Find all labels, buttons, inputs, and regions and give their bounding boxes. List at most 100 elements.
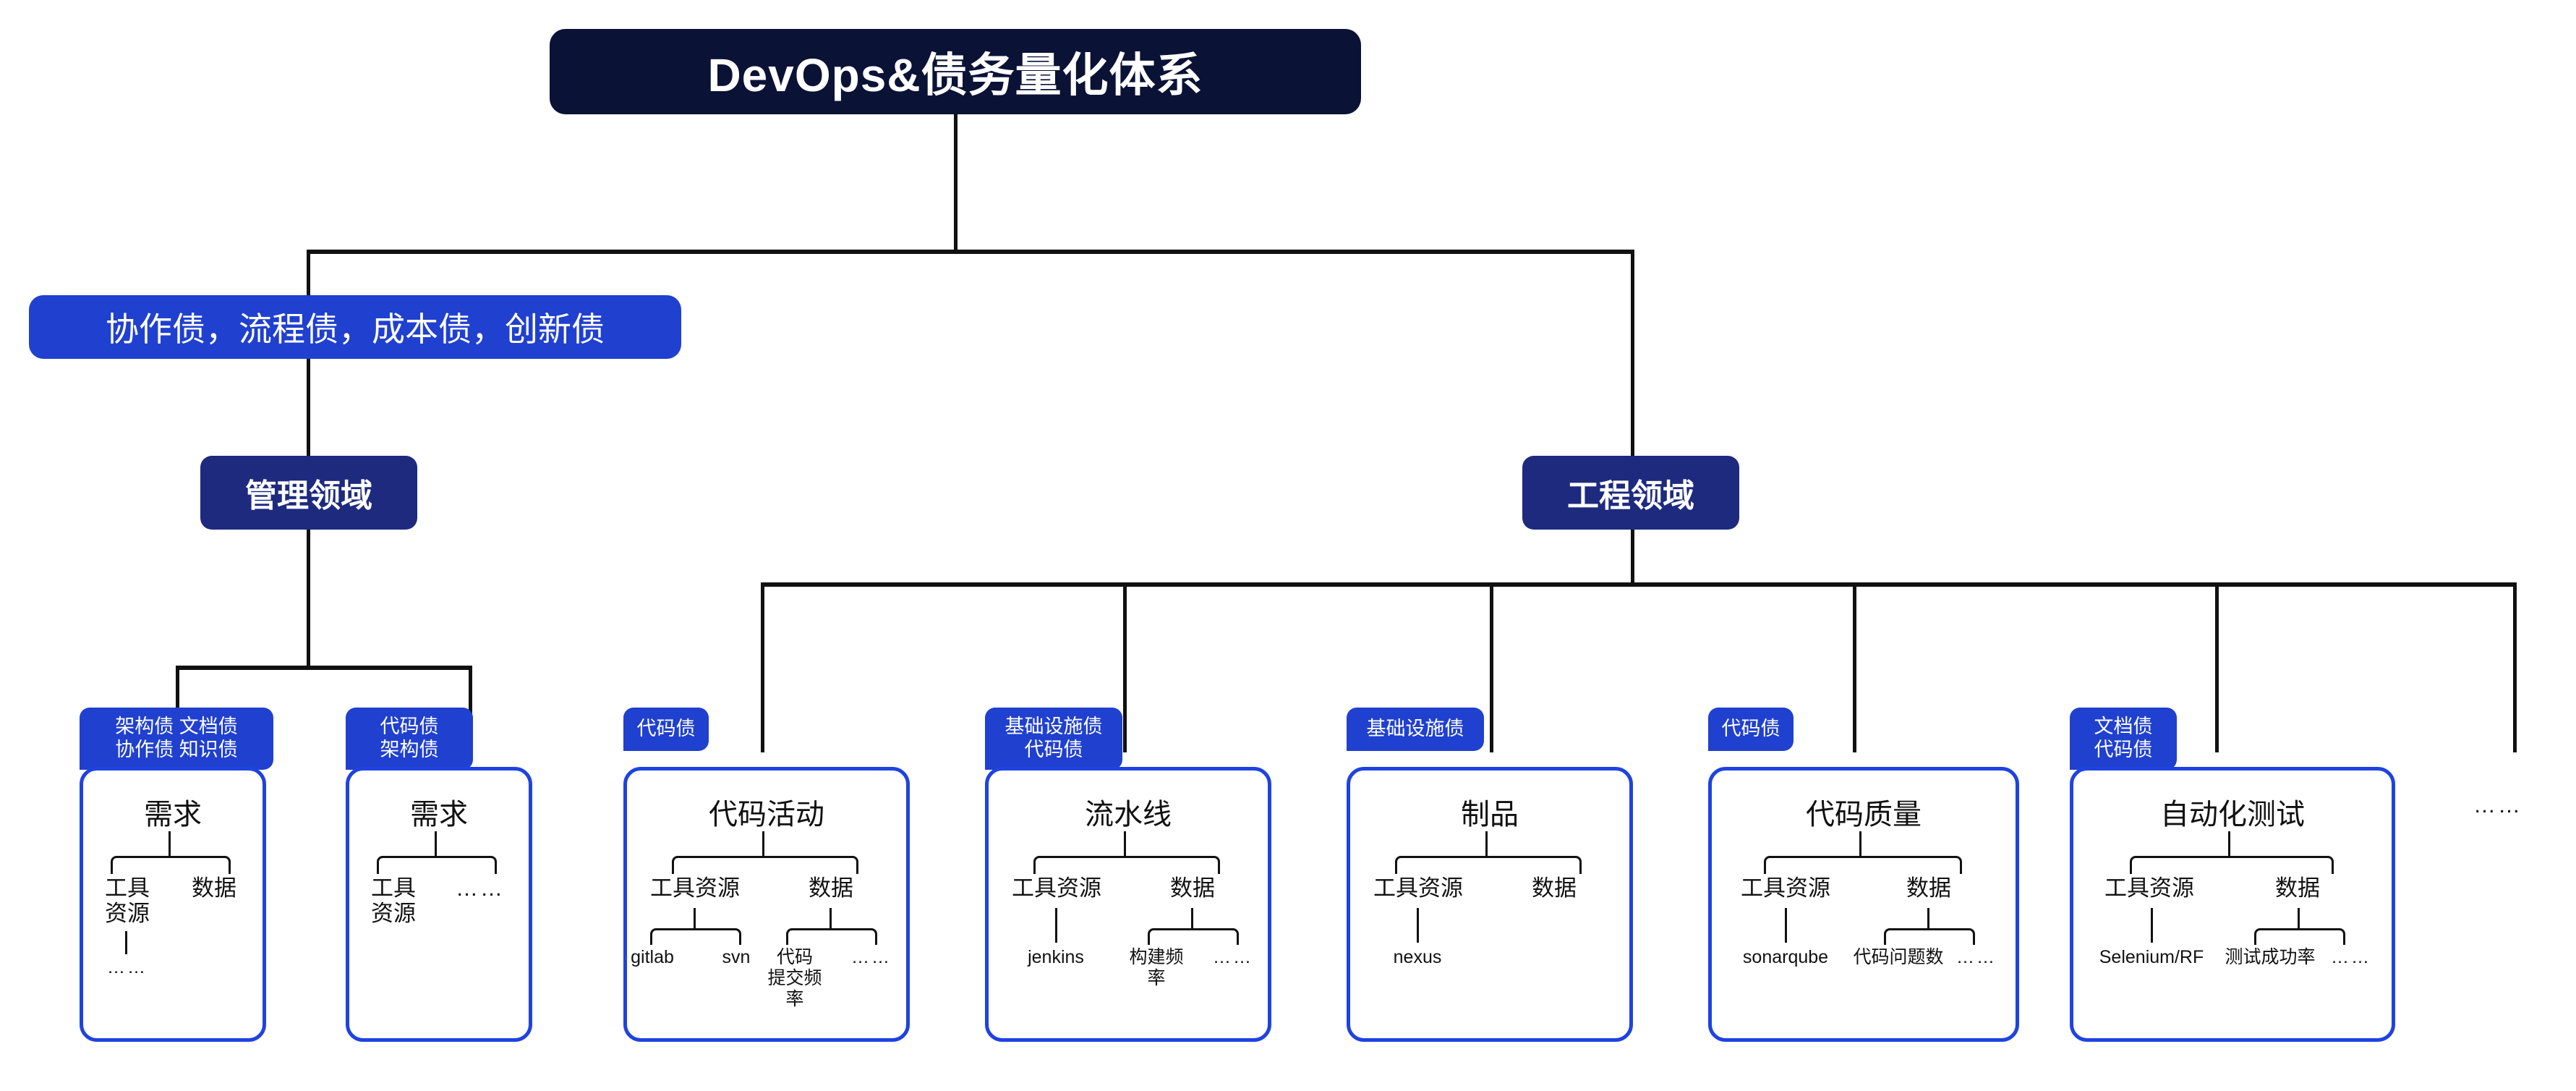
leaf-tool-1: gitlab xyxy=(631,947,674,967)
connector-stem xyxy=(169,831,171,857)
connector-stem xyxy=(1124,831,1126,857)
domain-label-engineering: 工程领域 xyxy=(1567,478,1694,514)
connector-bracket xyxy=(377,856,497,874)
leaf-tools-overflow: …… xyxy=(107,957,148,977)
branch-label-data: 数据 xyxy=(809,875,853,901)
domain-label-management: 管理领域 xyxy=(245,478,372,514)
leaf-tool-1: jenkins xyxy=(1028,947,1084,967)
branch-label-tools: 工具资源 xyxy=(2104,875,2194,901)
leaf-data-overflow: …… xyxy=(851,947,892,967)
branch-label-data: 数据 xyxy=(1906,875,1951,901)
branch-label-tools: 工具资源 xyxy=(1741,875,1830,901)
card-title-automation-test: 自动化测试 xyxy=(2160,799,2305,831)
engineering-branch-line xyxy=(1631,250,1634,586)
leaf-data-overflow: …… xyxy=(1956,947,1997,967)
engineering-drop-5 xyxy=(2215,582,2219,752)
card-tag-requirement-mgmt: 架构债 文档债 协作债 知识债 xyxy=(80,708,273,770)
branch-label-overflow: …… xyxy=(456,875,505,901)
engineering-bus-line xyxy=(761,582,2517,587)
management-drop-2 xyxy=(469,666,472,752)
leaf-data-1: 代码问题数 xyxy=(1853,947,1944,967)
leaf-tool-1: Selenium/RF xyxy=(2099,947,2204,967)
connector-stem-tools xyxy=(1417,908,1419,943)
leaf-data-1: 测试成功率 xyxy=(2225,947,2316,967)
connector-stem xyxy=(762,831,764,857)
connector-stem-tools xyxy=(694,908,696,930)
page-title: DevOps&债务量化体系 xyxy=(707,49,1203,101)
connector-bracket xyxy=(2130,856,2334,874)
connector-stem xyxy=(2228,831,2230,857)
connector-bracket xyxy=(1395,856,1582,874)
connector-stem-data xyxy=(2298,908,2300,930)
card-tag-artifact: 基础设施债 xyxy=(1347,708,1484,751)
connector-stem-data xyxy=(1191,908,1193,930)
root-title-box: DevOps&债务量化体系 xyxy=(550,29,1361,114)
card-requirement-code[interactable]: 需求 工具 资源 …… xyxy=(346,767,532,1042)
engineering-drop-overflow xyxy=(2513,582,2517,752)
domain-box-engineering: 工程领域 xyxy=(1522,456,1739,530)
card-tag-automation-test: 文档债 代码债 xyxy=(2070,708,2177,770)
card-title-artifact: 制品 xyxy=(1461,799,1519,831)
branch-label-tools: 工具资源 xyxy=(1373,875,1463,901)
connector-stem-tools xyxy=(1785,908,1787,943)
connector-stem-tools xyxy=(125,931,127,954)
card-title-pipeline: 流水线 xyxy=(1085,799,1172,831)
connector-stem-data xyxy=(829,908,832,930)
connector-stem xyxy=(1485,831,1488,857)
connector-bracket xyxy=(1764,856,1962,874)
leaf-data-1: 代码 提交频率 xyxy=(767,947,822,1009)
card-title-code-activity: 代码活动 xyxy=(709,799,824,831)
connector-bracket-data xyxy=(1148,928,1239,945)
connector-stem xyxy=(1859,831,1861,857)
card-requirement-mgmt[interactable]: 需求 工具 资源 数据 …… xyxy=(80,767,266,1042)
connector-bracket-tools xyxy=(650,928,741,945)
card-pipeline[interactable]: 流水线 工具资源 数据 jenkins 构建频率 …… xyxy=(985,767,1271,1042)
engineering-drop-2 xyxy=(1123,582,1127,752)
connector-stem-tools xyxy=(2151,908,2153,943)
connector-stem xyxy=(435,831,437,857)
leaf-data-1: 构建频率 xyxy=(1129,947,1184,988)
card-code-activity[interactable]: 代码活动 工具资源 数据 gitlab svn 代码 提交频率 …… xyxy=(623,767,910,1042)
connector-bracket xyxy=(1033,856,1220,874)
management-bus-line xyxy=(176,666,472,670)
card-title-code-quality: 代码质量 xyxy=(1806,799,1922,831)
leaf-tool-2: svn xyxy=(722,947,751,967)
branch-label-tools: 工具资源 xyxy=(1012,875,1101,901)
connector-bracket-data xyxy=(2254,928,2345,945)
leaf-tool-1: nexus xyxy=(1393,947,1442,967)
branch-label-tools: 工具资源 xyxy=(650,875,740,901)
connector-stem-data xyxy=(1927,908,1929,930)
card-artifact[interactable]: 制品 工具资源 数据 nexus xyxy=(1347,767,1633,1042)
branch-label-data: 数据 xyxy=(2275,875,2320,901)
branch-label-tools: 工具 资源 xyxy=(371,875,416,926)
engineering-drop-3 xyxy=(1490,582,1493,752)
card-title-requirement-code: 需求 xyxy=(410,799,468,831)
debt-type-label: 协作债，流程债，成本债，创新债 xyxy=(29,295,681,359)
debt-type-label-text: 协作债，流程债，成本债，创新债 xyxy=(106,310,605,348)
engineering-drop-1 xyxy=(761,582,764,752)
domain-box-management: 管理领域 xyxy=(200,456,417,530)
trunk-line xyxy=(954,114,958,252)
top-bus-line xyxy=(307,250,1634,254)
connector-bracket xyxy=(672,856,858,874)
leaf-data-overflow: …… xyxy=(2331,947,2371,967)
card-title-requirement-mgmt: 需求 xyxy=(144,799,202,831)
overflow-dots-right: …… xyxy=(2473,792,2522,818)
connector-bracket xyxy=(111,856,231,874)
card-tag-requirement-code: 代码债 架构债 xyxy=(346,708,473,770)
leaf-tool-1: sonarqube xyxy=(1742,947,1829,967)
card-tag-pipeline: 基础设施债 代码债 xyxy=(985,708,1122,770)
card-tag-code-quality: 代码债 xyxy=(1708,708,1794,751)
connector-bracket-data xyxy=(786,928,877,945)
branch-label-data: 数据 xyxy=(1170,875,1215,901)
card-automation-test[interactable]: 自动化测试 工具资源 数据 Selenium/RF 测试成功率 …… xyxy=(2070,767,2395,1042)
branch-label-tools: 工具 资源 xyxy=(105,875,150,926)
card-tag-code-activity: 代码债 xyxy=(623,708,709,751)
card-code-quality[interactable]: 代码质量 工具资源 数据 sonarqube 代码问题数 …… xyxy=(1708,767,2019,1042)
branch-label-data: 数据 xyxy=(192,875,236,901)
connector-bracket-data xyxy=(1884,928,1975,945)
connector-stem-tools xyxy=(1055,908,1057,943)
leaf-data-overflow: …… xyxy=(1213,947,1253,967)
engineering-drop-4 xyxy=(1853,582,1856,752)
